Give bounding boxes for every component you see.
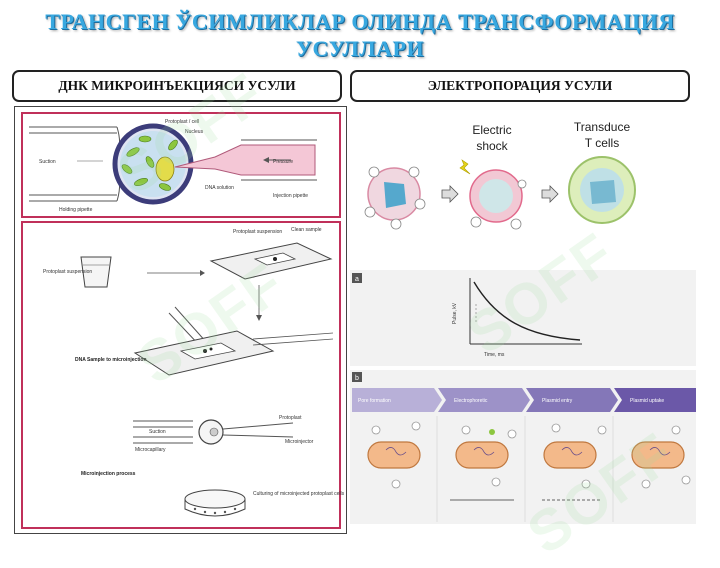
step-2-label: Electrophoretic [454,398,488,404]
pressure-arrow [263,157,269,163]
panel-a [350,270,696,366]
label-pressure: Pressure [273,159,293,165]
beaker [80,256,112,288]
top-frame [21,112,341,218]
microinjection-assembly [133,420,294,444]
transduce-label-2: T cells [585,136,619,150]
microinjection-panel: Protoplast / cell Nucleus Suction Pressu… [14,106,347,534]
label-protoplast-cell: Protoplast / cell [165,119,199,125]
bottom-frame [21,221,341,529]
label-injection-pipette: Injection pipette [273,193,308,199]
decay-curve [473,281,581,341]
nucleus [155,156,175,182]
label-dna-sample: DNA Sample to microinjection [75,357,147,363]
electroporation-diagram: Electric shock Transduce T cells a Pulse… [350,120,696,524]
page-title: ТРАНСГЕН ЎСИМЛИКЛАР ОЛИНДА ТРАНСФОРМАЦИЯ… [0,8,720,62]
label-protoplast: Protoplast [279,415,302,421]
plasmids [371,421,691,489]
label-microinjector: Microinjector [285,439,314,445]
label-holding-pipette: Holding pipette [59,207,93,213]
microinjection-header: ДНК МИКРОИНЪЕКЦИЯСИ УСУЛИ [12,70,342,102]
cell-before [364,166,426,230]
lightning-icon [459,159,471,175]
page-title-line1: ТРАНСГЕН ЎСИМЛИКЛАР ОЛИНДА ТРАНСФОРМАЦИЯ [45,9,675,34]
label-culturing: Culturing of microinjected protoplast ce… [253,491,345,497]
panel-b-label: b [355,375,359,382]
injection-pipette [174,144,316,176]
bacteria-cells [367,441,685,469]
label-microinjection-process: Microinjection process [81,471,136,477]
cell-shocked [469,169,527,230]
graph-ylabel: Pulse, kV [452,302,458,324]
transduce-label-1: Transduce [574,120,631,134]
green-marker [489,429,495,435]
label-dna-solution: DNA solution [205,185,234,191]
cell-transduced [568,156,636,224]
arrow-2 [541,185,559,203]
graph-xlabel: Time, ms [484,352,505,358]
step-3-label: Plasmid entry [542,398,573,404]
electric-label-2: shock [476,139,508,153]
electroporation-header: ЭЛЕКТРОПОРАЦИЯ УСУЛИ [350,70,690,102]
label-protoplast-suspension-b: Protoplast suspension [233,229,282,235]
label-nucleus: Nucleus [185,129,204,135]
label-microcapillary: Microcapillary [135,447,166,453]
electric-label-1: Electric [472,123,511,137]
label-protoplast-suspension-a: Protoplast suspension [43,269,92,275]
step-4-label: Plasmid uptake [630,398,664,404]
chloroplasts [121,135,178,191]
label-suction: Suction [39,159,56,165]
panel-a-label: a [355,276,359,283]
step-1-label: Pore formation [358,398,391,404]
arrow-1 [441,185,459,203]
page-title-line2: УСУЛЛАРИ [295,36,425,61]
step-arrows [352,388,696,412]
label-clean-sample: Clean sample [291,227,322,233]
petri-dish [184,489,246,509]
microinjection-diagram: Protoplast / cell Nucleus Suction Pressu… [21,112,345,529]
label-suction-b: Suction [149,429,166,435]
